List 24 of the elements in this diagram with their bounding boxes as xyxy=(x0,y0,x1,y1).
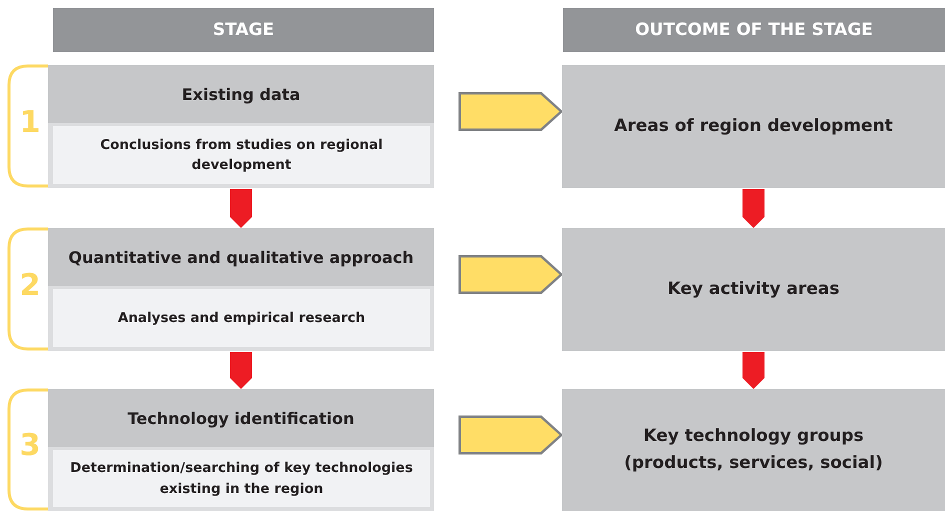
outcome-box: Areas of region development xyxy=(562,65,945,188)
tag-arrow xyxy=(458,255,564,294)
stage-title: Existing data xyxy=(182,84,300,104)
stage-description: Analyses and empirical research xyxy=(118,308,366,328)
step-number: 2 xyxy=(18,268,42,302)
step-number: 1 xyxy=(18,104,42,140)
stage-card xyxy=(48,228,434,351)
stage-title: Quantitative and qualitative approach xyxy=(68,248,414,266)
outcome-box: Key technology groups (products, services, social) xyxy=(562,389,945,511)
column-header: STAGE xyxy=(53,8,434,52)
column-header: OUTCOME OF THE STAGE xyxy=(563,8,945,52)
down-arrow xyxy=(742,352,764,389)
stage-description: Determination/searching of key technologies existing in the region xyxy=(69,459,414,498)
stage-card xyxy=(48,389,434,511)
stage-card xyxy=(48,65,434,188)
tag-arrow xyxy=(458,416,564,454)
tag-arrow xyxy=(458,92,564,131)
down-arrow xyxy=(230,189,252,228)
down-arrow xyxy=(742,189,764,228)
stage-title: Technology identification xyxy=(128,408,354,428)
outcome-box: Key activity areas xyxy=(562,228,945,351)
step-number: 3 xyxy=(18,428,42,463)
stage-description: Conclusions from studies on regional development xyxy=(99,136,384,175)
down-arrow xyxy=(230,352,252,389)
